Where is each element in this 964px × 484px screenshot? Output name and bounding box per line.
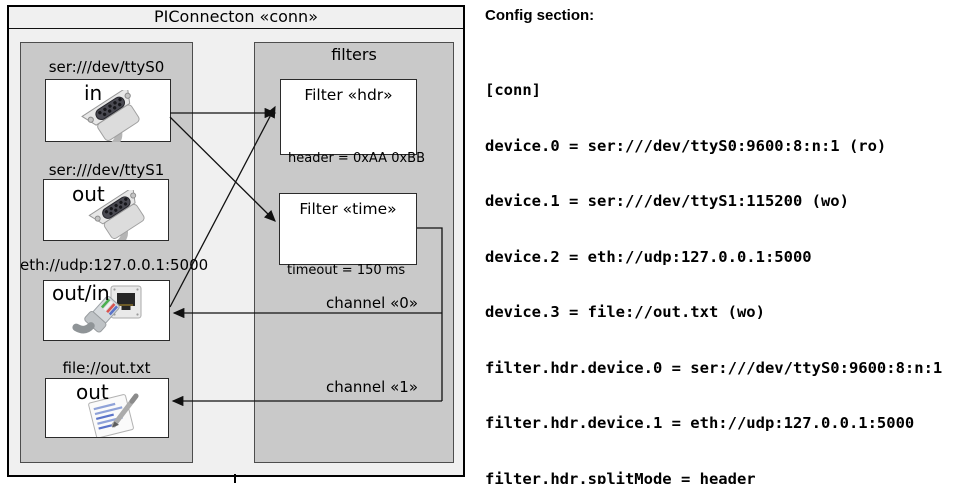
- pencil-icon: [111, 393, 139, 428]
- device-url-ttyS1: ser:///dev/ttyS1: [48, 161, 165, 179]
- config-line: device.3 = file://out.txt (wo): [485, 303, 765, 321]
- config-line: device.2 = eth://udp:127.0.0.1:5000: [485, 247, 812, 266]
- device-dir-label: out: [72, 182, 105, 206]
- filter-prop: header = 0xAA 0xBB: [288, 151, 426, 166]
- channel-0-label: channel «0»: [325, 294, 418, 312]
- connection-diagram: PIConnecton «conn» filters ser:///dev/tt…: [7, 5, 465, 483]
- device-node-ttyS0: in: [45, 79, 171, 149]
- device-dir-label: out: [76, 380, 109, 404]
- channel-1-label: channel «1»: [325, 378, 418, 396]
- filter-title: Filter «hdr»: [304, 86, 393, 104]
- bottom-tick-mark: [234, 474, 236, 483]
- filter-title: Filter «time»: [299, 200, 397, 218]
- device-url-file: file://out.txt: [62, 359, 151, 377]
- device-dir-label: out/in: [52, 281, 110, 305]
- config-line: [conn]: [485, 81, 541, 99]
- diagram-title: PIConnecton «conn»: [7, 5, 465, 29]
- device-dir-label: in: [84, 81, 103, 105]
- notepad-icon: [84, 392, 144, 439]
- config-line: device.1 = ser:///dev/ttyS1:115200 (wo): [485, 192, 849, 210]
- ethernet-jack-icon: [110, 284, 142, 320]
- device-url-eth: eth://udp:127.0.0.1:5000: [20, 256, 209, 274]
- config-heading: Config section:: [485, 7, 595, 24]
- device-node-eth: out/in: [43, 280, 170, 341]
- filters-group-label: filters: [331, 45, 377, 64]
- ethernet-plug-icon: [70, 294, 128, 340]
- filter-prop: timeout = 150 ms: [287, 263, 406, 278]
- config-line: device.0 = ser:///dev/ttyS0:9600:8:n:1 (…: [485, 136, 887, 155]
- config-lines: [conn] device.0 = ser:///dev/ttyS0:9600:…: [485, 44, 952, 484]
- filter-node-hdr: Filter «hdr» header = 0xAA 0xBB payloadS…: [280, 79, 425, 217]
- filter-node-time: Filter «time» timeout = 150 ms: [279, 193, 417, 278]
- device-node-file: out: [45, 378, 169, 439]
- serial-connector-icon: [76, 86, 152, 149]
- config-line: filter.hdr.splitMode = header: [485, 469, 756, 484]
- config-line: filter.hdr.device.0 = ser:///dev/ttyS0:9…: [485, 358, 943, 377]
- config-line: filter.hdr.device.1 = eth://udp:127.0.0.…: [485, 414, 915, 432]
- device-node-ttyS1: out: [43, 179, 169, 247]
- serial-connector-icon: [82, 186, 158, 247]
- device-url-ttyS0: ser:///dev/ttyS0: [48, 58, 165, 76]
